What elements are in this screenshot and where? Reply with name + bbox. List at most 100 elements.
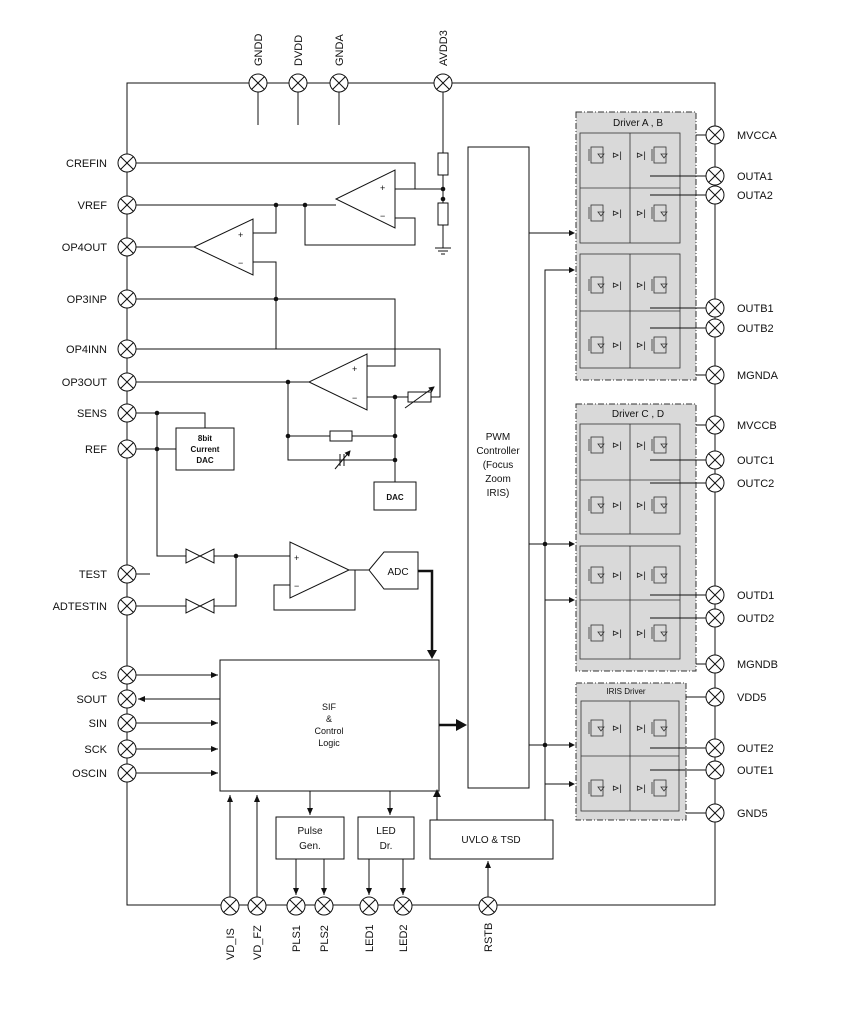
svg-text:−: −: [294, 581, 299, 591]
svg-text:LED: LED: [376, 826, 395, 837]
pin-rstb-label: RSTB: [483, 923, 495, 952]
svg-text:+: +: [352, 364, 357, 374]
iris-driver-block: IRIS Driver ⊳|⊳| ⊳|⊳|: [575, 682, 706, 821]
pin-crefin-label: CREFIN: [66, 158, 107, 170]
svg-text:⊳|: ⊳|: [612, 150, 622, 160]
current-dac-block: 8bit Current DAC: [175, 427, 235, 471]
dac-block: DAC: [373, 481, 417, 511]
svg-text:Pulse: Pulse: [297, 826, 322, 837]
svg-text:⊳|: ⊳|: [612, 628, 622, 638]
pin-outc1-label: OUTC1: [737, 455, 774, 467]
svg-text:IRIS): IRIS): [487, 488, 510, 499]
pin-mgndb-label: MGNDB: [737, 659, 778, 671]
svg-text:⊳|: ⊳|: [636, 208, 646, 218]
pin-test-label: TEST: [79, 569, 107, 581]
svg-text:Driver A , B: Driver A , B: [613, 118, 663, 129]
svg-text:IRIS Driver: IRIS Driver: [606, 687, 645, 696]
pin-op4out-label: OP4OUT: [62, 242, 108, 254]
svg-text:⊳|: ⊳|: [636, 440, 646, 450]
adc-block: ADC: [368, 551, 437, 659]
svg-text:Dr.: Dr.: [380, 841, 393, 852]
svg-text:Gen.: Gen.: [299, 841, 321, 852]
uvlo-tsd-block: UVLO & TSD: [429, 789, 554, 897]
pin-op3out-label: OP3OUT: [62, 377, 108, 389]
pin-mvccb-label: MVCCB: [737, 420, 777, 432]
pin-gnd5-label: GND5: [737, 808, 768, 820]
pin-pls1-label: PLS1: [291, 925, 303, 952]
svg-text:Driver C , D: Driver C , D: [612, 409, 664, 420]
pin-op3inp-label: OP3INP: [67, 294, 107, 306]
pin-vd-fz-label: VD_FZ: [252, 925, 264, 960]
pin-pls2-label: PLS2: [319, 925, 331, 952]
svg-text:8bit: 8bit: [198, 434, 213, 443]
driver-cd-block: Driver C , D ⊳|⊳| ⊳|⊳| ⊳|⊳| ⊳|⊳|: [575, 403, 706, 672]
svg-text:−: −: [352, 393, 357, 403]
pin-vd-is-label: VD_IS: [225, 928, 237, 960]
svg-text:⊳|: ⊳|: [612, 570, 622, 580]
svg-text:−: −: [380, 211, 385, 221]
pin-outb1-label: OUTB1: [737, 303, 774, 315]
pin-outd2-label: OUTD2: [737, 613, 774, 625]
svg-text:UVLO & TSD: UVLO & TSD: [461, 835, 520, 846]
pin-led1-label: LED1: [364, 924, 376, 952]
svg-text:DAC: DAC: [196, 456, 214, 465]
pin-oscin-label: OSCIN: [72, 768, 107, 780]
pulse-gen-block: Pulse Gen.: [275, 791, 345, 860]
analog-section: + − + − + −: [136, 162, 443, 557]
svg-text:Logic: Logic: [318, 738, 340, 748]
svg-text:⊳|: ⊳|: [636, 280, 646, 290]
svg-text:⊳|: ⊳|: [636, 570, 646, 580]
pin-dvdd-label: DVDD: [293, 35, 305, 66]
pin-op4inn-label: OP4INN: [66, 344, 107, 356]
driver-ab-block: Driver A , B ⊳|⊳| ⊳|⊳| ⊳|⊳| ⊳|⊳|: [575, 111, 706, 381]
pin-outa1-label: OUTA1: [737, 171, 773, 183]
pin-ref-label: REF: [85, 444, 107, 456]
svg-text:⊳|: ⊳|: [612, 340, 622, 350]
pin-outa2-label: OUTA2: [737, 190, 773, 202]
pin-outc2-label: OUTC2: [737, 478, 774, 490]
svg-text:SIF: SIF: [322, 702, 337, 712]
svg-text:ADC: ADC: [387, 567, 408, 578]
pin-mgnda-label: MGNDA: [737, 370, 779, 382]
svg-text:Control: Control: [314, 726, 343, 736]
pin-vdd5-label: VDD5: [737, 692, 766, 704]
pin-sout-label: SOUT: [76, 694, 107, 706]
pin-adtestin-label: ADTESTIN: [53, 601, 107, 613]
svg-text:+: +: [294, 553, 299, 563]
pin-oute2-label: OUTE2: [737, 743, 774, 755]
svg-text:&: &: [326, 714, 332, 724]
svg-text:⊳|: ⊳|: [636, 150, 646, 160]
pin-cs-label: CS: [92, 670, 107, 682]
svg-text:⊳|: ⊳|: [636, 340, 646, 350]
top-pins: GNDD DVDD GNDA AVDD3: [248, 30, 453, 125]
pin-sin-label: SIN: [89, 718, 107, 730]
pin-led2-label: LED2: [398, 924, 410, 952]
avdd3-divider: [435, 92, 451, 255]
svg-text:⊳|: ⊳|: [636, 500, 646, 510]
pin-sck-label: SCK: [84, 744, 107, 756]
chip-outline: [126, 82, 716, 906]
svg-text:⊳|: ⊳|: [612, 500, 622, 510]
svg-text:Controller: Controller: [476, 446, 520, 457]
pin-gnda-label: GNDA: [334, 34, 346, 66]
pin-avdd3-label: AVDD3: [438, 30, 450, 66]
svg-text:⊳|: ⊳|: [612, 723, 622, 733]
svg-text:(Focus: (Focus: [483, 460, 514, 471]
svg-text:Current: Current: [191, 445, 220, 454]
svg-text:Zoom: Zoom: [485, 474, 511, 485]
svg-text:⊳|: ⊳|: [636, 723, 646, 733]
pin-oute1-label: OUTE1: [737, 765, 774, 777]
pin-outd1-label: OUTD1: [737, 590, 774, 602]
pwm-driver-bus: [529, 230, 575, 820]
test-switches: + −: [136, 541, 369, 614]
pin-sens-label: SENS: [77, 408, 107, 420]
svg-text:+: +: [238, 230, 243, 240]
right-pins: MVCCA OUTA1 OUTA2 OUTB1 OUTB2 MGNDA MVCC…: [705, 125, 779, 823]
svg-text:⊳|: ⊳|: [612, 208, 622, 218]
sif-control-logic-block: SIF & Control Logic: [136, 659, 467, 792]
svg-text:+: +: [380, 183, 385, 193]
svg-text:−: −: [238, 258, 243, 268]
svg-text:DAC: DAC: [386, 493, 404, 502]
svg-text:⊳|: ⊳|: [612, 440, 622, 450]
